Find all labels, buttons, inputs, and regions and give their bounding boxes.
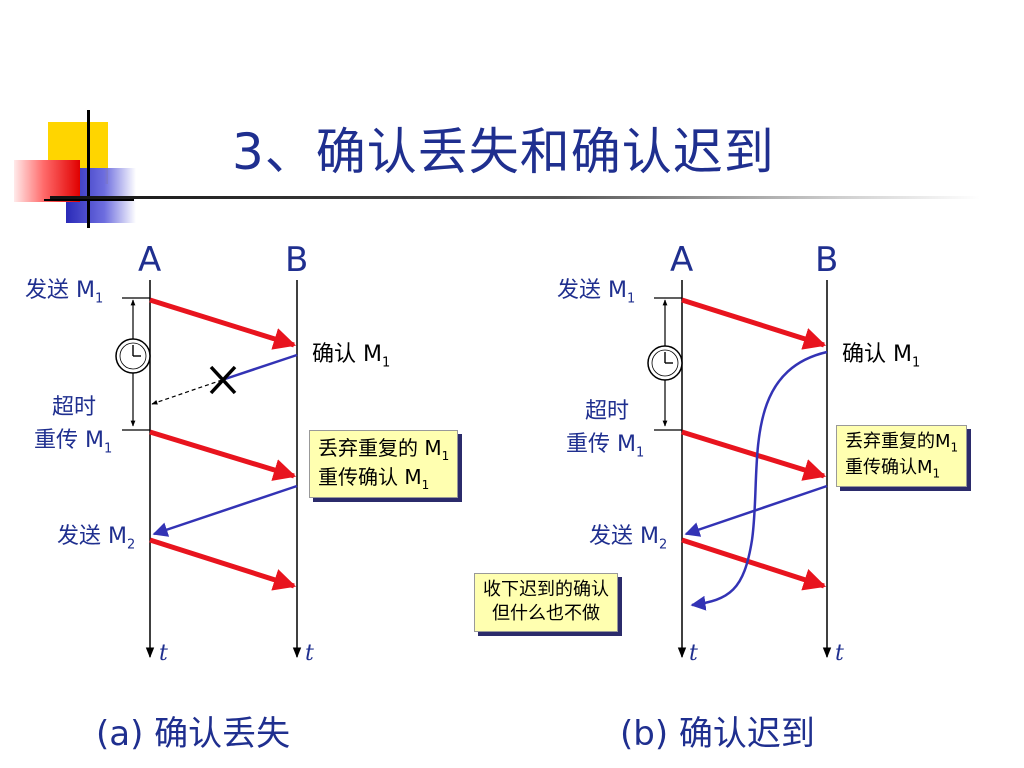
panel-b-discard-note-line2: 重传确认M1 (845, 456, 941, 481)
panel-a-m2-send-arrow (149, 537, 297, 591)
panel-b-diagram (647, 280, 832, 659)
panel-a-send-m1-label: 发送 M1 (25, 278, 104, 307)
panel-a-m1-send-arrow (149, 297, 297, 350)
panel-a-timeout-line1: 超时 (52, 395, 97, 420)
panel-a-diagram (115, 280, 302, 659)
panel-a-time-label-a: t (159, 641, 168, 666)
lost-x-icon (209, 365, 237, 395)
panel-b-m2-send-arrow (681, 537, 827, 591)
panel-a-caption: (a) 确认丢失 (96, 714, 291, 754)
panel-b-caption: (b) 确认迟到 (620, 714, 815, 754)
panel-b-timeout-line2: 重传 M1 (566, 432, 645, 461)
panel-b-send-m2-label: 发送 M2 (589, 524, 668, 553)
title-underline (50, 196, 980, 199)
panel-b-ack-m1-label: 确认 M1 (842, 342, 921, 371)
panel-a-discard-note-line2: 重传确认 M1 (318, 465, 430, 493)
panel-b-delayed-ack-curve (690, 350, 828, 611)
panel-a-send-m2-label: 发送 M2 (57, 524, 136, 553)
decor-red-bar (14, 160, 80, 202)
panel-b-late-ack-note: 收下迟到的确认 但什么也不做 (474, 573, 618, 632)
panel-b-discard-note-line1: 丢弃重复的M1 (845, 431, 959, 455)
panel-b-late-ack-note-line2: 但什么也不做 (492, 603, 600, 625)
panel-a-host-a-label: A (138, 240, 162, 280)
panel-b-discard-note: 丢弃重复的M1 重传确认M1 (836, 425, 968, 487)
panel-a-lost-ack-line (221, 353, 298, 382)
panel-b-timeout-line1: 超时 (585, 399, 630, 424)
panel-b-send-m1-label: 发送 M1 (557, 278, 636, 307)
panel-a-timeout-line2: 重传 M1 (34, 428, 113, 457)
panel-b-host-b-label: B (815, 240, 839, 280)
panel-b-time-label-a: t (689, 641, 698, 666)
clock-icon (647, 345, 683, 381)
panel-b-m1-resend-arrow (681, 429, 827, 481)
panel-a-resent-ack-arrow (152, 484, 298, 537)
panel-a-host-b-label: B (285, 240, 309, 280)
panel-b-m1-send-arrow (681, 297, 827, 350)
panel-b-host-a-label: A (670, 240, 694, 280)
panel-b-time-label-b: t (835, 641, 844, 666)
panel-a-m1-resend-arrow (149, 429, 297, 481)
panel-a-time-label-b: t (305, 641, 314, 666)
panel-a-discard-note: 丢弃重复的 M1 重传确认 M1 (309, 430, 459, 499)
decor-vertical-line (87, 110, 90, 228)
panel-a-discard-note-line1: 丢弃重复的 M1 (318, 436, 450, 463)
panel-a-ack-m1-label: 确认 M1 (312, 342, 391, 371)
clock-icon (115, 338, 151, 374)
slide-title: 3、确认丢失和确认迟到 (232, 123, 775, 181)
panel-b-resent-ack-arrow (684, 484, 828, 537)
panel-b-late-ack-note-line1: 收下迟到的确认 (483, 579, 609, 600)
decor-horizontal-line (44, 199, 134, 201)
panel-a-lost-ack-dashed (151, 379, 223, 405)
